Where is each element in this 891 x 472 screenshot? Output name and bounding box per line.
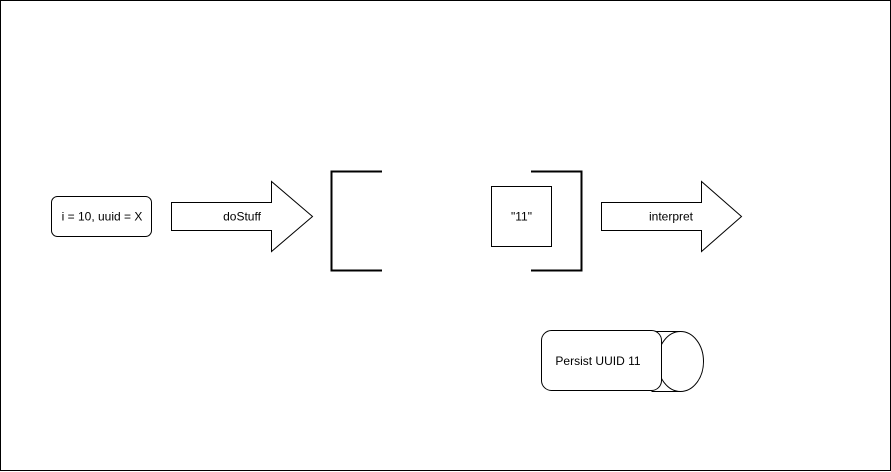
state-box[interactable]: i = 10, uuid = X (51, 196, 152, 237)
dostuff-arrow[interactable]: doStuff (171, 180, 314, 253)
interpret-arrow-label: interpret (649, 210, 694, 224)
persist-database-label: Persist UUID 11 (555, 354, 640, 368)
state-box-shape (51, 196, 152, 237)
persist-database[interactable]: Persist UUID 11 (541, 330, 704, 392)
left-bracket (330, 170, 382, 272)
database-cylinder-body (651, 331, 704, 392)
dostuff-arrow-shape (171, 180, 314, 253)
value-box-shape (491, 186, 552, 247)
state-box-label: i = 10, uuid = X (62, 210, 143, 224)
value-box[interactable]: "11" (491, 186, 552, 247)
database-front-label-box (541, 330, 662, 391)
interpret-arrow-shape (601, 180, 743, 253)
right-bracket (531, 170, 583, 272)
interpret-arrow[interactable]: interpret (601, 180, 743, 253)
value-box-label: "11" (511, 210, 532, 224)
dostuff-arrow-label: doStuff (223, 210, 261, 224)
